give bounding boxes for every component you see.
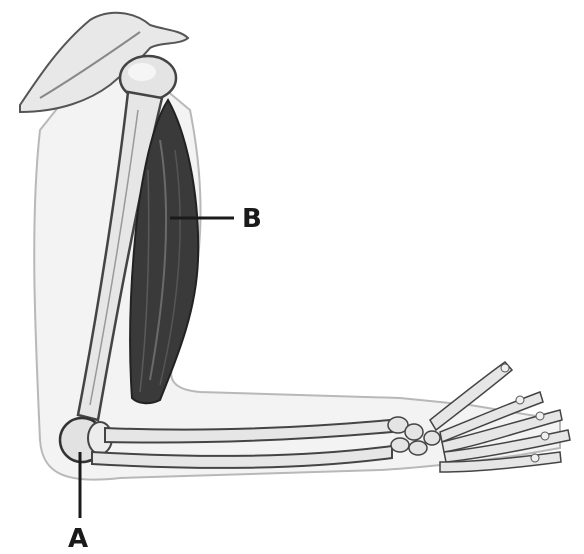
label-a: A <box>68 524 88 554</box>
humerus-head-highlight <box>128 63 156 81</box>
label-b: B <box>242 204 262 234</box>
